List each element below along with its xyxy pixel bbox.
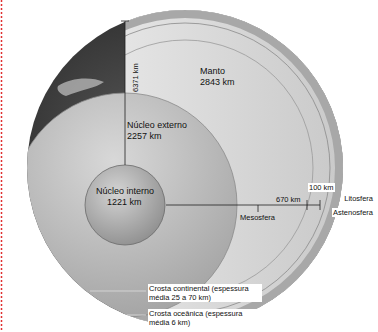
page-border <box>1 0 3 332</box>
leader-line <box>90 291 146 292</box>
crust-label: Crosta continental (espessura média 25 a… <box>148 284 262 302</box>
layer-name: Núcleo interno <box>96 186 154 196</box>
layer-thickness: 2843 km <box>200 77 235 87</box>
layer-label: Astenosfera <box>332 208 374 217</box>
leader-line <box>127 315 146 316</box>
radius-value: 6371 km <box>131 63 140 92</box>
layer-name: Manto <box>200 66 225 76</box>
cloud <box>57 79 104 96</box>
crust-label: Crosta oceânica (espessura média 6 km) <box>148 309 262 327</box>
layer-label: Litosfera <box>343 194 374 203</box>
radius-line <box>125 21 126 165</box>
depth-tick <box>320 200 321 210</box>
layer-thickness: 1221 km <box>107 197 142 207</box>
inner-core-layer: Núcleo interno1221 km <box>85 165 165 245</box>
layer-thickness: 2257 km <box>127 131 162 141</box>
inner-core <box>85 165 165 245</box>
depth-line <box>166 205 320 206</box>
mantle-layer: Manto2843 km Núcleo externo2257 km Núcleo … <box>27 10 343 326</box>
mesosphere-tick <box>258 205 259 212</box>
cut-edge <box>125 10 126 205</box>
depth-value: 100 km <box>308 183 335 192</box>
radius-tick <box>121 21 129 22</box>
depth-value: 670 km <box>276 195 301 204</box>
layer-label: Mesosfera <box>240 213 275 222</box>
layer-name: Núcleo externo <box>127 120 187 130</box>
globe-surface <box>13 0 378 332</box>
depth-tick <box>307 200 308 210</box>
